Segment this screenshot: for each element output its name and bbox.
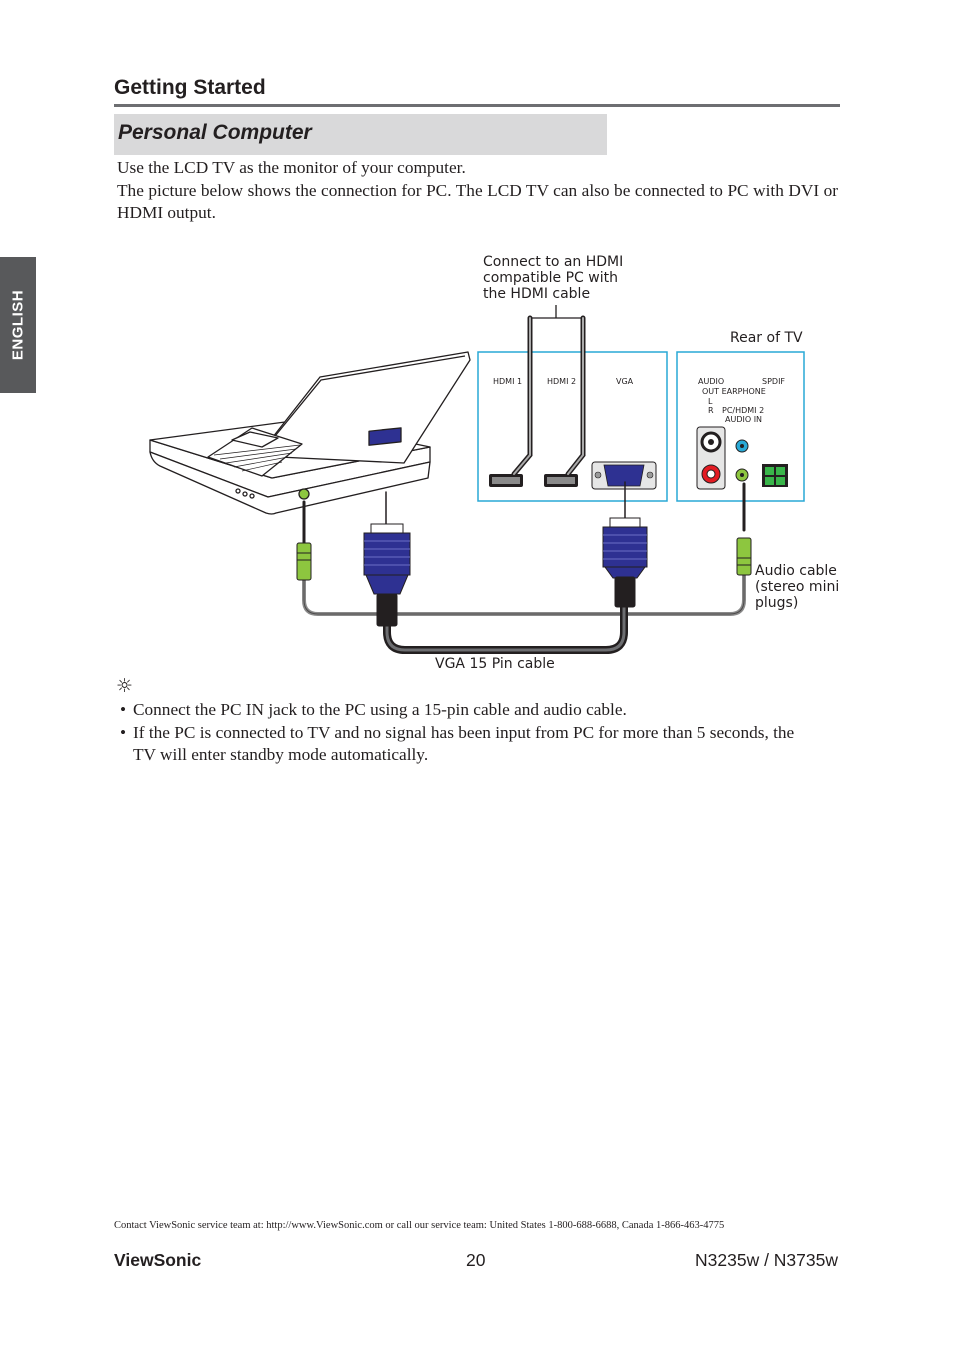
- port-audio-label: AUDIO: [698, 377, 724, 386]
- section-title: Getting Started: [114, 76, 266, 99]
- port-pc-hdmi2-label: PC/HDMI 2: [722, 406, 764, 415]
- audio-cable-callout: Audio cable (stereo mini plugs): [755, 563, 839, 611]
- hdmi-ports: [489, 474, 578, 487]
- vga-cable: [383, 481, 628, 654]
- audio-cable: [302, 482, 746, 616]
- contact-info: Contact ViewSonic service team at: http:…: [114, 1220, 725, 1231]
- audio-callout-line-1: Audio cable: [755, 563, 837, 579]
- hdmi-cables: [511, 315, 586, 477]
- port-out-earphone-label: OUT EARPHONE: [702, 387, 766, 396]
- port-audio-in-label: AUDIO IN: [725, 415, 762, 424]
- subsection-header: Personal Computer: [114, 114, 607, 155]
- port-hdmi1-label: HDMI 1: [493, 377, 522, 386]
- port-spdif-label: SPDIF: [762, 377, 785, 386]
- port-r-label: R: [708, 406, 714, 415]
- intro-line-1: Use the LCD TV as the monitor of your co…: [117, 158, 466, 177]
- audio-plugs: [296, 537, 752, 581]
- hdmi-callout-line-2: compatible PC with: [483, 270, 618, 286]
- note-item: •Connect the PC IN jack to the PC using …: [120, 700, 627, 719]
- vga-connector-left: [363, 523, 411, 627]
- intro-text: Use the LCD TV as the monitor of your co…: [117, 157, 838, 225]
- intro-line-2: The picture below shows the connection f…: [117, 180, 838, 223]
- vga-cable-label: VGA 15 Pin cable: [435, 656, 555, 672]
- page-number: 20: [466, 1250, 486, 1270]
- notes-list: •Connect the PC IN jack to the PC using …: [120, 699, 820, 767]
- note-item: •If the PC is connected to TV and no sig…: [120, 722, 795, 765]
- port-vga-label: VGA: [616, 377, 634, 386]
- model-number: N3235w / N3735w: [695, 1250, 838, 1270]
- laptop-illustration: [149, 351, 471, 515]
- section-divider: [114, 104, 840, 107]
- tv-audio-jacks: [696, 426, 788, 490]
- audio-callout-line-3: plugs): [755, 595, 799, 611]
- hdmi-callout-line-1: Connect to an HDMI: [483, 254, 624, 270]
- hdmi-callout-line: [530, 305, 583, 319]
- vga-connector-right: [602, 517, 648, 608]
- language-tab: ENGLISH: [0, 257, 36, 393]
- port-hdmi2-label: HDMI 2: [547, 377, 576, 386]
- port-l-label: L: [708, 397, 713, 406]
- rear-of-tv-label: Rear of TV: [730, 330, 803, 346]
- hdmi-callout-line-3: the HDMI cable: [483, 286, 591, 302]
- subsection-title: Personal Computer: [118, 121, 312, 144]
- footer-brand: ViewSonic: [114, 1250, 202, 1270]
- note-item-text: If the PC is connected to TV and no sign…: [133, 722, 795, 765]
- connection-diagram: HDMI 1 HDMI 2 VGA AUDIO SPDIF OUT EARPHO…: [149, 305, 805, 654]
- audio-callout-line-2: (stereo mini: [755, 579, 840, 595]
- note-item-text: Connect the PC IN jack to the PC using a…: [133, 700, 627, 719]
- tv-vga-port: [591, 461, 657, 490]
- hdmi-callout: Connect to an HDMI compatible PC with th…: [483, 254, 623, 302]
- note-icon: ☼: [116, 675, 134, 697]
